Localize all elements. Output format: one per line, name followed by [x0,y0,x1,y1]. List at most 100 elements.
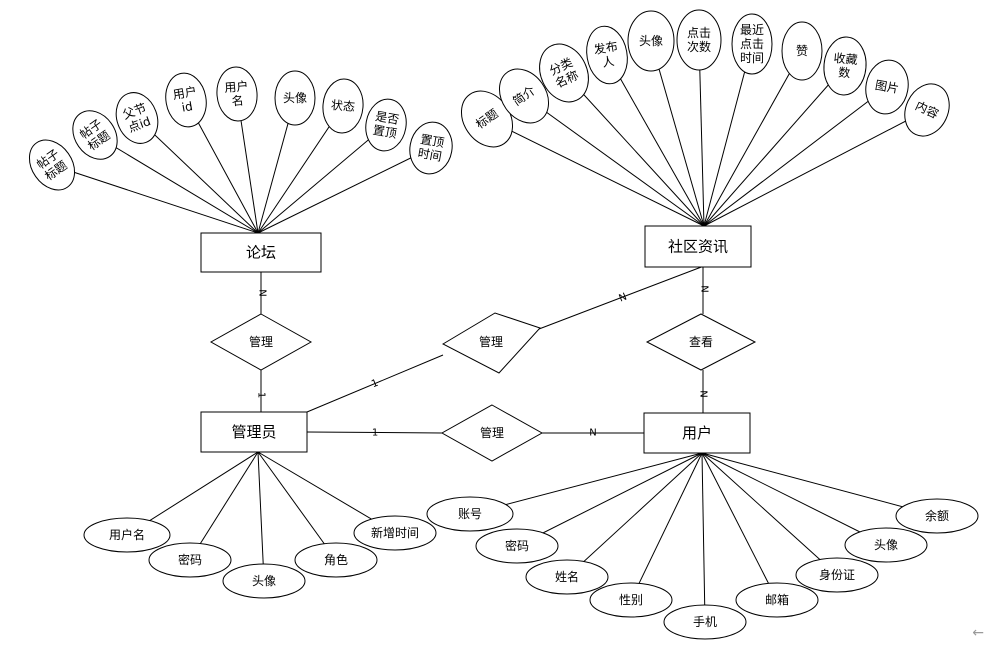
attribute-label: 图片 [874,78,900,96]
cardinality-label: N [589,428,596,439]
attribute-label: 点击 [740,37,764,51]
connector-line [486,118,705,227]
connector-line [701,452,887,546]
connector-line [516,452,703,547]
attribute-admin-0: 用户名 [83,517,171,553]
attribute-label: 用户 [172,83,198,102]
cardinality-label: N [617,291,628,304]
attribute-ellipse [222,563,306,599]
attribute-label: 新增时间 [371,525,419,540]
attribute-label: 密码 [178,552,202,567]
attribute-label: 是否 [374,109,400,127]
attribute-ellipse [586,25,628,85]
attribute-user-0: 账号 [426,496,514,532]
back-arrow-icon[interactable]: ← [972,625,984,641]
attribute-label: 用户 [224,78,249,95]
attribute-label: 头像 [252,574,276,588]
entity-forum [200,232,322,273]
attribute-ellipse [589,582,673,618]
attribute-ellipse [865,59,909,115]
attribute-ellipse [731,13,773,75]
attribute-ellipse [28,139,76,191]
connector-line [257,105,344,234]
attribute-user-5: 邮箱 [735,582,819,618]
attribute-label: 时间 [740,51,764,65]
attribute-user-4: 手机 [663,604,747,640]
connector-line [701,452,706,623]
attribute-user-3: 性别 [589,582,673,618]
connector-line [701,452,838,576]
connector-line [563,72,705,227]
entity-label: 用户 [682,424,712,442]
attribute-ellipse [663,604,747,640]
attribute-news-8: 收藏数 [823,36,867,96]
attribute-admin-4: 新增时间 [353,515,437,551]
entity-label: 论坛 [246,244,276,262]
attribute-ellipse [115,92,159,144]
attribute-ellipse [735,582,819,618]
attribute-label: 姓名 [555,569,579,584]
cardinality-label: N [699,285,710,292]
cardinality-label: 1 [256,392,267,398]
cardinality-label: N [257,289,268,296]
cardinality-label: N [698,390,709,397]
attribute-label: 密码 [505,538,529,553]
attribute-label: 发布 [593,38,619,57]
attribute-label: 账号 [458,507,482,521]
connector-line [257,124,387,234]
attribute-label: 时间 [417,146,443,164]
entity-admin [200,411,308,453]
attribute-ellipse [539,43,589,103]
connector-line [701,452,778,601]
attribute-label: 邮箱 [765,592,789,607]
relationship-r_user [440,404,544,462]
entity-user [643,412,751,454]
attribute-ellipse [475,528,559,564]
entity-label: 管理员 [231,423,276,441]
relationship-label: 管理 [480,425,504,440]
attribute-forum-6: 状态 [322,78,364,134]
attribute-ellipse [165,72,207,128]
attribute-ellipse [895,498,979,534]
connector-line [51,164,259,234]
attribute-label: 头像 [639,34,663,48]
connector-line [257,451,265,582]
attribute-user-7: 头像 [844,527,928,563]
cardinality-label: 1 [372,428,378,439]
attribute-ellipse [322,78,364,134]
attribute-label: 状态 [330,98,355,114]
connector-line [94,134,259,234]
attribute-label: 次数 [687,39,711,54]
connector-line [606,54,705,227]
entity-group: 论坛社区资讯管理员用户 [200,225,752,454]
relationship-line [306,354,444,413]
connector-line [566,452,703,578]
connector-line [257,451,337,561]
attribute-label: 最近 [740,23,764,37]
attribute-news-9: 图片 [865,59,909,115]
attribute-label: 名 [231,92,244,108]
attribute-forum-4: 用户名 [216,66,258,122]
attribute-ellipse [409,121,453,175]
attribute-label: 身份证 [819,567,855,582]
cardinality-label: 1 [370,378,380,391]
attribute-group: 帖子标题帖子标题父节点id用户id用户名头像状态是否置顶置顶时间标题简介分类名称… [28,9,979,640]
relationship-r_forum [209,313,313,371]
attribute-news-7: 赞 [781,21,823,81]
attribute-user-8: 余额 [895,498,979,534]
relationship-label: 管理 [479,334,503,349]
attribute-ellipse [365,98,407,152]
connector-line [703,65,846,227]
entity-news [644,225,752,268]
connector-line [703,86,888,227]
connector-line [698,39,705,227]
connector-line [257,147,432,234]
attribute-ellipse [294,542,378,578]
relationship-r_view [645,313,757,371]
connector-line [469,452,703,515]
attribute-label: 余额 [925,508,949,523]
attribute-ellipse [216,66,258,122]
